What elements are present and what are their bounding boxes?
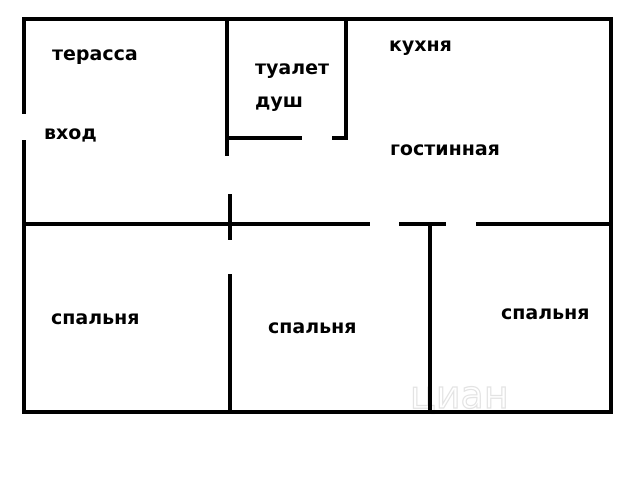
label-entrance: вход xyxy=(44,122,97,144)
walls xyxy=(22,17,613,414)
label-bedroom-middle: спальня xyxy=(268,316,356,338)
room-labels: терасса вход туалет душ кухня гостинная … xyxy=(44,34,589,338)
label-bedroom-left: спальня xyxy=(51,307,139,329)
label-bedroom-right: спальня xyxy=(501,302,589,324)
label-terrace: терасса xyxy=(52,43,138,65)
label-kitchen: кухня xyxy=(389,34,452,56)
label-toilet: туалет xyxy=(255,57,329,79)
label-living-room: гостинная xyxy=(390,138,500,160)
label-shower: душ xyxy=(255,90,303,112)
